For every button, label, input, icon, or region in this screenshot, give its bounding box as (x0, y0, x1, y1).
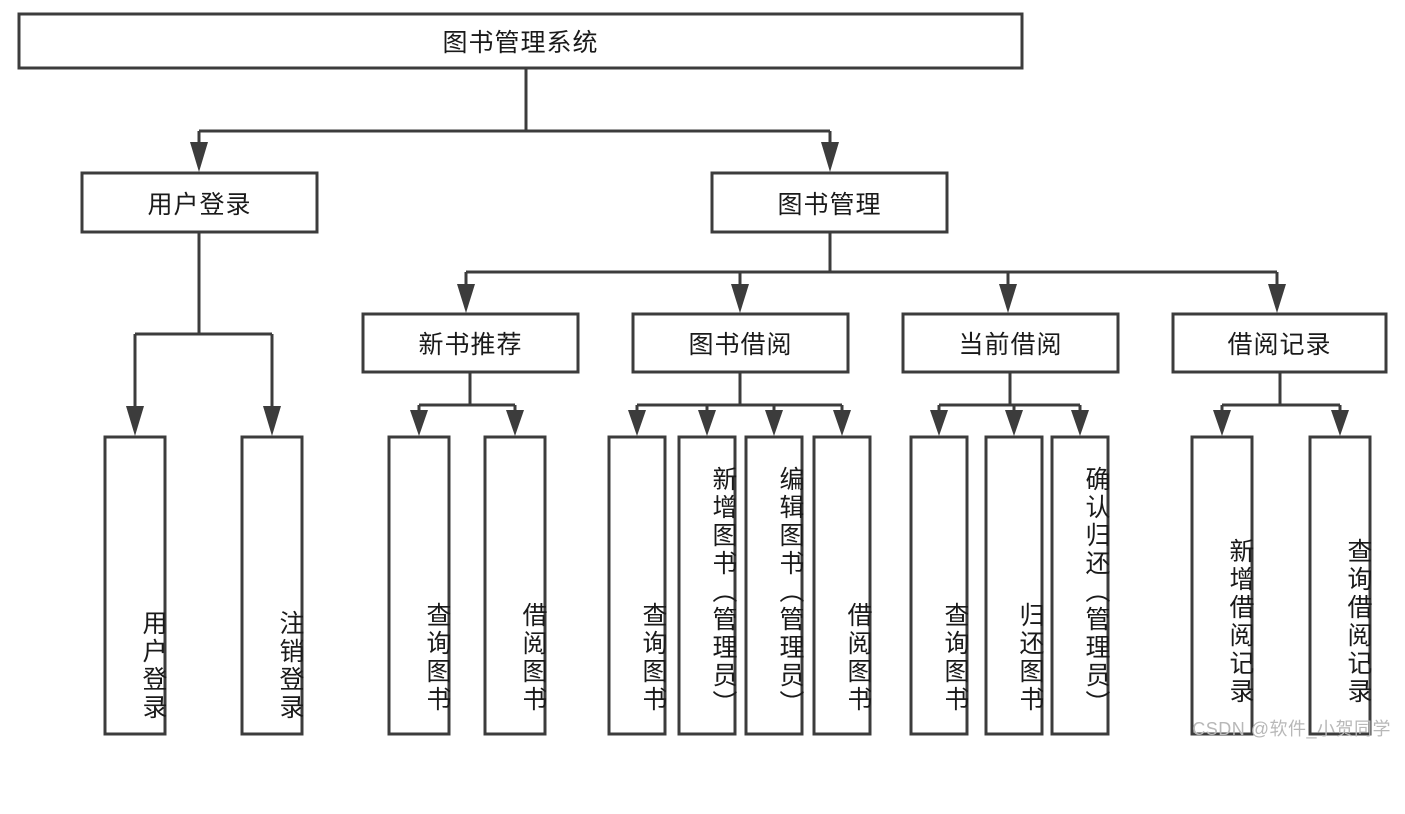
arrow-to-leaf-return-book (1005, 410, 1023, 436)
leaf-box-edit-book-admin[interactable] (744, 435, 804, 736)
csdn-watermark: CSDN @软件_小贺同学 (1192, 719, 1391, 739)
leaf-box-add-book-admin[interactable] (677, 435, 737, 736)
leaf-box-query-book-3[interactable] (909, 435, 969, 736)
arrow-to-leaf-query-book-3 (930, 410, 948, 436)
node-box-root[interactable] (17, 12, 1024, 70)
leaf-box-add-borrow-record[interactable] (1190, 435, 1254, 736)
arrow-to-leaf-logout (263, 406, 281, 436)
node-box-user-login[interactable] (80, 171, 319, 234)
flowchart-canvas (17, 12, 1388, 736)
arrow-to-leaf-query-borrow-record (1331, 410, 1349, 436)
node-box-book-management[interactable] (710, 171, 949, 234)
leaf-box-borrow-book-1[interactable] (483, 435, 547, 736)
arrow-to-book-borrow (731, 284, 749, 313)
arrow-to-leaf-query-book-2 (628, 410, 646, 436)
node-box-borrow-record[interactable] (1171, 312, 1388, 374)
arrow-to-leaf-query-book-1 (410, 410, 428, 436)
leaf-box-query-borrow-record[interactable] (1308, 435, 1372, 736)
flowchart-diagram: 图书管理系统 用户登录 图书管理 新书推荐 图书借阅 当前借阅 借阅记录 用户登… (17, 12, 1391, 739)
leaf-box-return-book[interactable] (984, 435, 1044, 736)
arrow-to-leaf-confirm-return (1071, 410, 1089, 436)
arrow-to-leaf-borrow-book-2 (833, 410, 851, 436)
arrow-to-leaf-add-borrow-record (1213, 410, 1231, 436)
arrow-to-leaf-borrow-book-1 (506, 410, 524, 436)
arrow-to-current-borrow (999, 284, 1017, 313)
arrow-to-borrow-record (1268, 284, 1286, 313)
node-box-book-borrow[interactable] (631, 312, 850, 374)
arrow-to-book-management (821, 142, 839, 172)
node-box-new-book-recommend[interactable] (361, 312, 580, 374)
arrow-to-leaf-user-login (126, 406, 144, 436)
leaf-box-borrow-book-2[interactable] (812, 435, 872, 736)
leaf-box-confirm-return-admin[interactable] (1050, 435, 1110, 736)
leaf-box-query-book-2[interactable] (607, 435, 667, 736)
leaf-box-query-book-1[interactable] (387, 435, 451, 736)
arrow-to-leaf-edit-book-admin (765, 410, 783, 436)
arrow-to-new-book-recommend (457, 284, 475, 313)
leaf-box-logout[interactable] (240, 435, 304, 736)
arrow-to-user-login (190, 142, 208, 172)
leaf-box-user-login[interactable] (103, 435, 167, 736)
node-box-current-borrow[interactable] (901, 312, 1120, 374)
arrow-to-leaf-add-book-admin (698, 410, 716, 436)
